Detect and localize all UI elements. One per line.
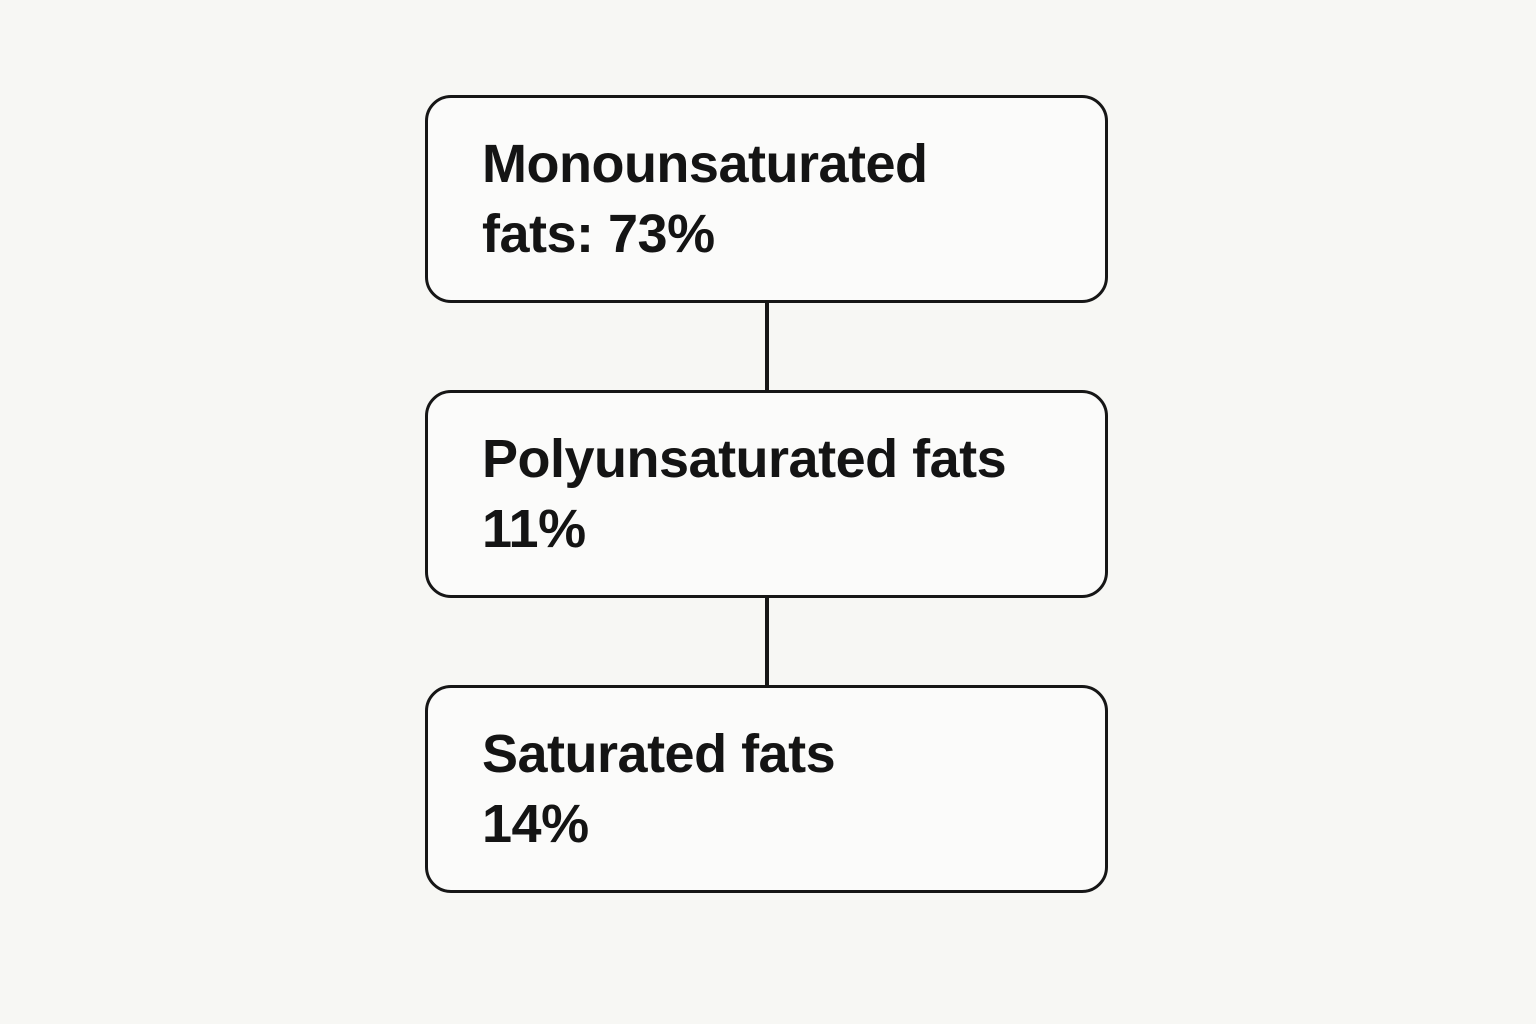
node-label: Saturated fats: [482, 724, 836, 784]
node-polyunsaturated-fats: Polyunsaturated fats 11%: [425, 390, 1108, 598]
connector-line-top: [765, 303, 769, 390]
node-value: fats: 73%: [482, 204, 715, 264]
node-saturated-fats: Saturated fats 14%: [425, 685, 1108, 893]
node-monounsaturated-fats: Monounsaturated fats: 73%: [425, 95, 1108, 303]
connector-line-bottom: [765, 598, 769, 685]
node-value: 11%: [482, 499, 586, 559]
node-label: Monounsaturated: [482, 134, 928, 194]
node-value: 14%: [482, 794, 589, 854]
node-label: Polyunsaturated fats: [482, 429, 1007, 489]
